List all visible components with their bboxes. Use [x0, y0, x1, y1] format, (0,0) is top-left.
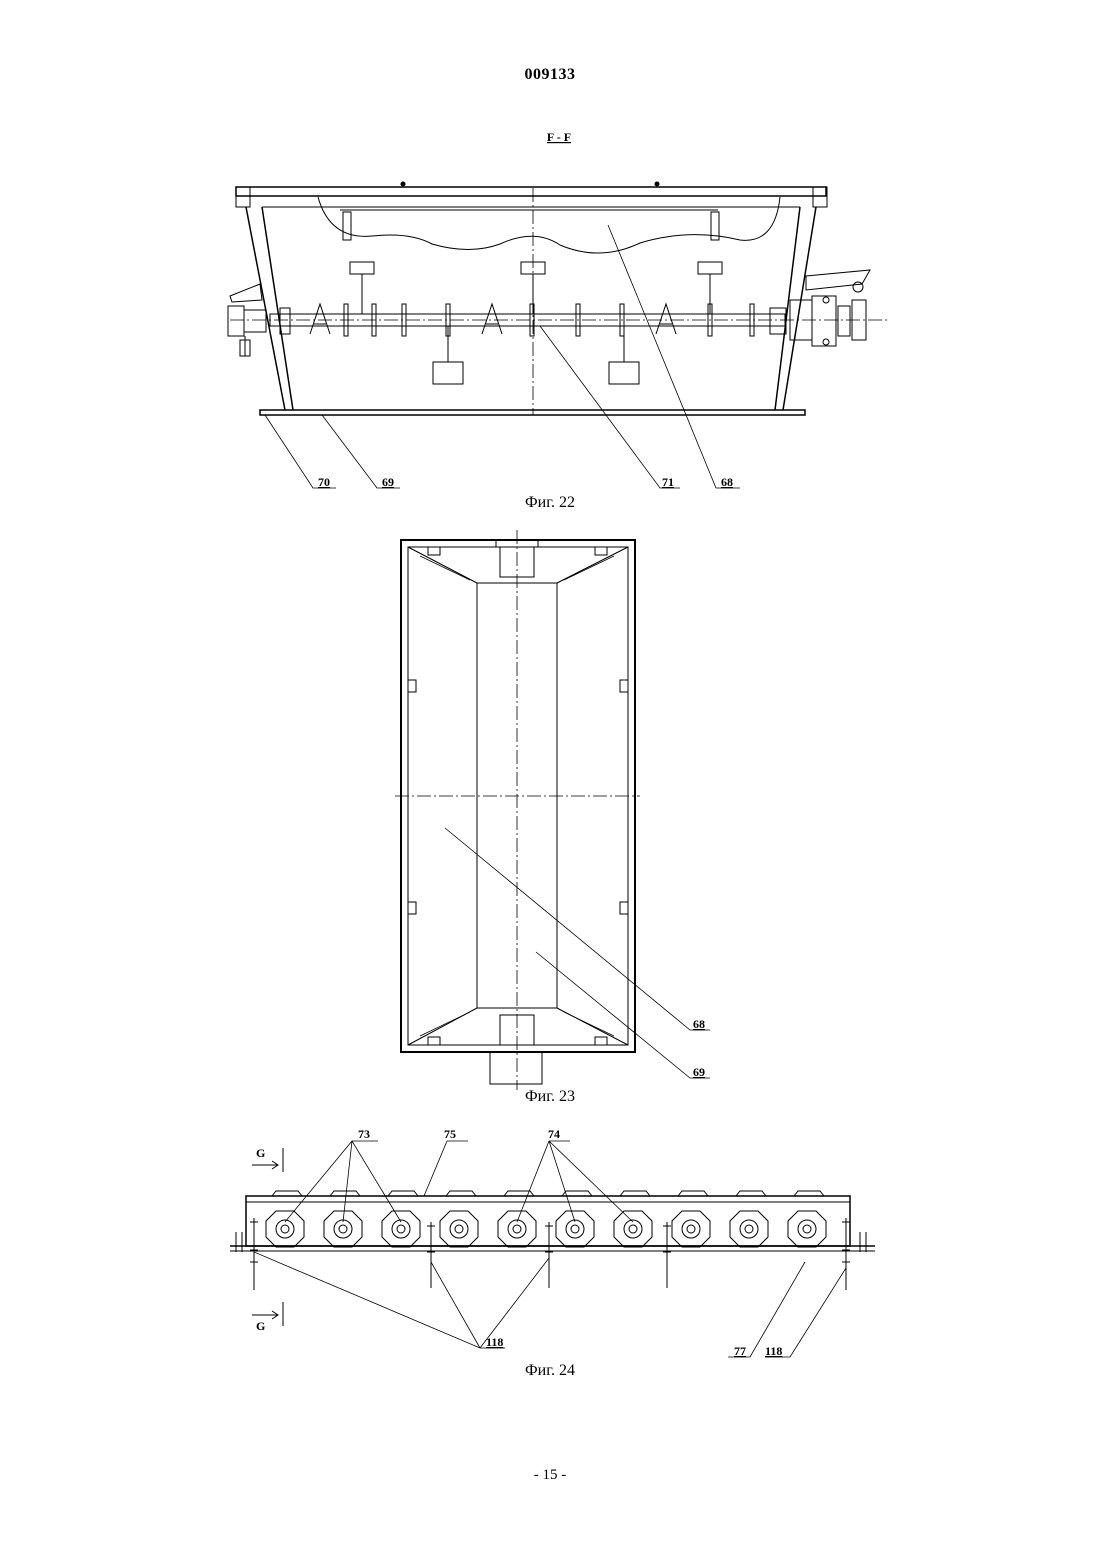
section-label-ff: F - F	[547, 130, 571, 144]
figure-22: F - F	[228, 130, 890, 488]
section-mark-g-top: G	[256, 1146, 265, 1160]
callout-leaders-fig22	[265, 225, 740, 488]
page-number: - 15 -	[0, 1467, 1100, 1484]
caption-fig22: Фиг. 22	[525, 494, 575, 511]
callout-70: 70	[318, 475, 330, 489]
caption-fig24: Фиг. 24	[525, 1362, 575, 1379]
clamps	[236, 1218, 866, 1290]
callout-73: 73	[358, 1127, 370, 1141]
caption-fig23: Фиг. 23	[525, 1088, 575, 1105]
callout-69: 69	[382, 475, 394, 489]
callout-71: 71	[662, 475, 674, 489]
callout-68: 68	[721, 475, 733, 489]
section-mark-g-bottom: G	[256, 1319, 265, 1333]
figure-24	[230, 1141, 875, 1357]
lower-weights	[433, 326, 639, 384]
figure-23	[395, 530, 710, 1090]
callout-118-right: 118	[765, 1344, 782, 1358]
callout-leaders-fig23	[445, 828, 710, 1078]
callout-74: 74	[548, 1127, 560, 1141]
nozzle-row	[266, 1211, 826, 1247]
callout-75: 75	[444, 1127, 456, 1141]
a-frames	[310, 304, 676, 334]
callout-68-fig23: 68	[693, 1017, 705, 1031]
callout-leaders-fig24	[254, 1141, 846, 1357]
callout-69-fig23: 69	[693, 1065, 705, 1079]
callout-77: 77	[734, 1344, 746, 1358]
callout-118-left: 118	[486, 1335, 503, 1349]
